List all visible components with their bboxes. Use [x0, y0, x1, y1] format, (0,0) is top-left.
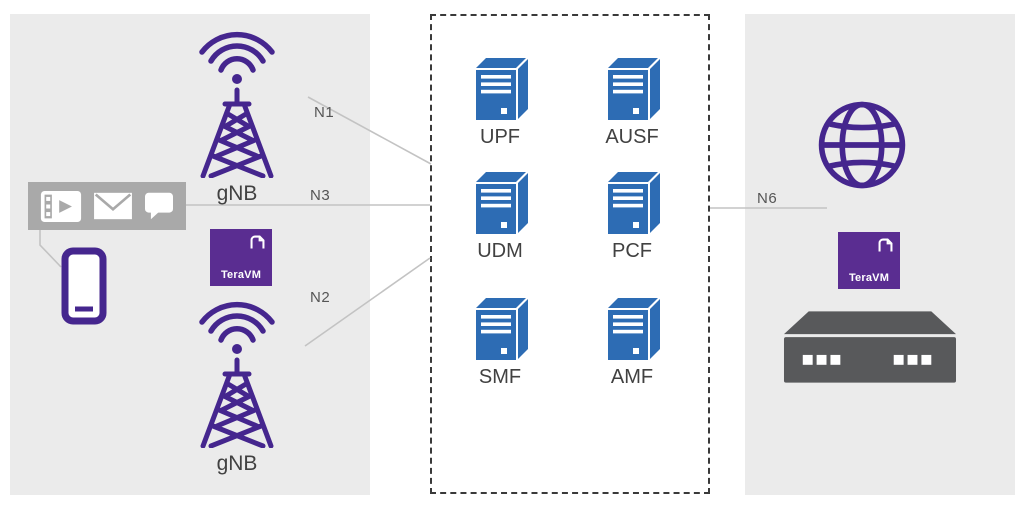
video-player-icon	[40, 190, 82, 222]
nf-amf: AMF	[592, 296, 672, 389]
router-icon	[783, 310, 957, 386]
smartphone-icon	[61, 247, 107, 325]
gnb-bottom-node: gNB	[189, 296, 285, 476]
globe-icon	[815, 98, 909, 192]
gnb-top-label: gNB	[216, 182, 258, 205]
link-label-n2: N2	[310, 289, 331, 306]
nf-ausf: AUSF	[592, 56, 672, 149]
link-label-n1: N1	[314, 104, 335, 121]
cell-tower-icon	[189, 26, 285, 178]
cell-tower-icon	[189, 296, 285, 448]
nf-pcf: PCF	[592, 170, 672, 263]
teravm-fold-icon	[878, 238, 893, 253]
nf-udm-label: UDM	[477, 240, 523, 262]
nf-pcf-label: PCF	[612, 240, 652, 262]
nf-smf-label: SMF	[478, 366, 522, 388]
nf-upf-label: UPF	[480, 126, 520, 148]
server-icon	[608, 172, 660, 234]
teravm-badge-internet: TeraVM	[838, 232, 900, 289]
link-label-n3: N3	[310, 187, 331, 204]
nf-udm: UDM	[460, 170, 540, 263]
link-label-n6: N6	[757, 190, 778, 207]
server-icon	[476, 58, 528, 120]
mail-icon	[94, 192, 132, 220]
nf-upf: UPF	[460, 56, 540, 149]
server-icon	[476, 172, 528, 234]
nf-smf: SMF	[460, 296, 540, 389]
nf-amf-label: AMF	[610, 366, 654, 388]
chat-bubble-icon	[145, 192, 173, 220]
teravm-fold-icon	[250, 235, 265, 250]
server-icon	[608, 58, 660, 120]
teravm-badge-access: TeraVM	[210, 229, 272, 286]
gnb-bottom-label: gNB	[216, 452, 258, 475]
server-icon	[608, 298, 660, 360]
gnb-top-node: gNB	[189, 26, 285, 206]
teravm-label: TeraVM	[848, 272, 890, 284]
teravm-label: TeraVM	[220, 269, 262, 281]
media-services-bar	[28, 182, 186, 230]
nf-ausf-label: AUSF	[605, 126, 659, 148]
server-icon	[476, 298, 528, 360]
